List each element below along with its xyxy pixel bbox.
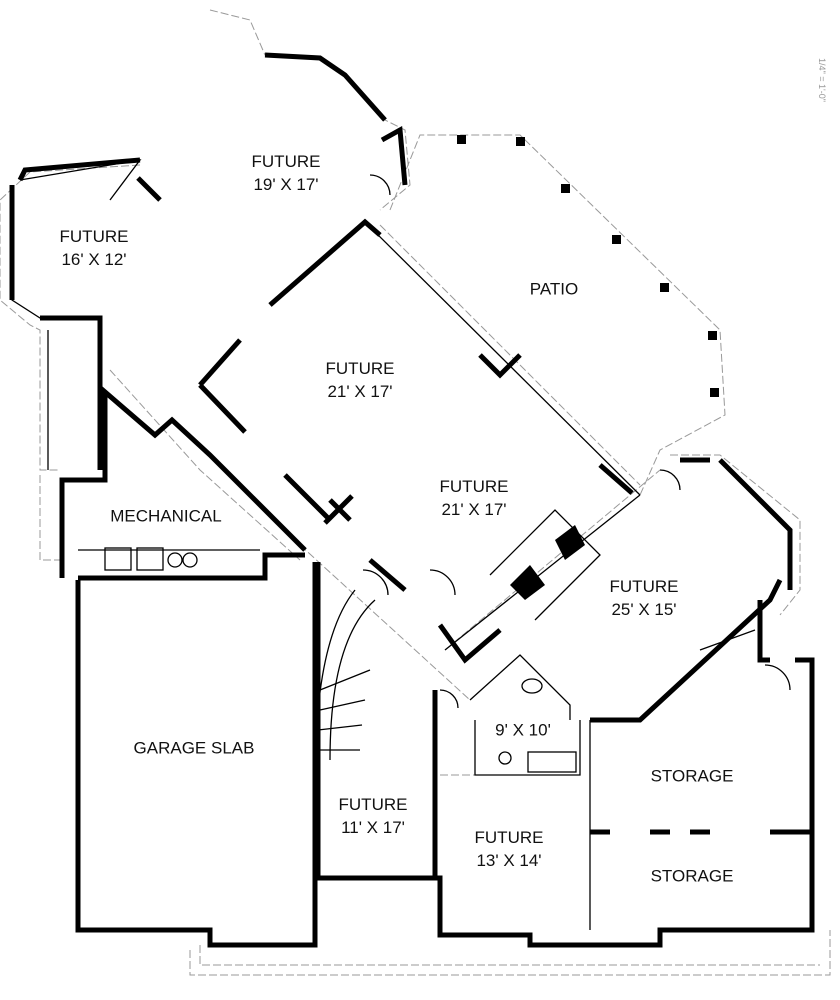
- room-name: FUTURE: [338, 795, 408, 814]
- room-name: FUTURE: [59, 227, 129, 246]
- room-size: 13' X 14': [476, 851, 542, 870]
- room-name: FUTURE: [251, 152, 321, 171]
- room-garage-slab: GARAGE SLAB: [134, 737, 255, 760]
- fireplace: [510, 525, 585, 600]
- room-name: MECHANICAL: [110, 506, 222, 526]
- room-name: GARAGE SLAB: [133, 738, 255, 758]
- room-future-25x15: FUTURE 25' X 15': [610, 575, 679, 621]
- room-patio: PATIO: [530, 278, 579, 301]
- room-future-13x14: FUTURE 13' X 14': [475, 826, 544, 872]
- thick-walls: [9, 52, 815, 948]
- room-name: FUTURE: [325, 359, 395, 378]
- room-name: FUTURE: [474, 828, 544, 847]
- room-name: FUTURE: [439, 477, 509, 496]
- room-size: 9' X 10': [495, 720, 551, 740]
- room-bath: 9' X 10': [495, 719, 551, 742]
- room-size: 16' X 12': [61, 250, 127, 269]
- room-storage-a: STORAGE: [651, 765, 734, 788]
- room-storage-b: STORAGE: [651, 865, 734, 888]
- scale-note: 1/4" = 1'-0": [817, 58, 827, 102]
- room-mechanical: MECHANICAL: [110, 505, 221, 528]
- room-name: STORAGE: [650, 866, 734, 886]
- room-size: 21' X 17': [441, 500, 507, 519]
- room-size: 11' X 17': [341, 818, 405, 837]
- room-size: 25' X 15': [611, 600, 677, 619]
- exterior-outline: [0, 9, 831, 976]
- room-size: 21' X 17': [327, 382, 393, 401]
- room-name: PATIO: [529, 279, 579, 299]
- room-future-21x17-b: FUTURE 21' X 17': [440, 475, 509, 521]
- room-future-19x17: FUTURE 19' X 17': [252, 150, 321, 196]
- patio-posts: [457, 135, 719, 397]
- room-name: STORAGE: [650, 766, 734, 786]
- room-size: 19' X 17': [253, 175, 319, 194]
- room-name: FUTURE: [609, 577, 679, 596]
- room-future-16x12: FUTURE 16' X 12': [60, 225, 129, 271]
- room-future-21x17-a: FUTURE 21' X 17': [326, 357, 395, 403]
- room-future-11x17: FUTURE 11' X 17': [339, 793, 408, 839]
